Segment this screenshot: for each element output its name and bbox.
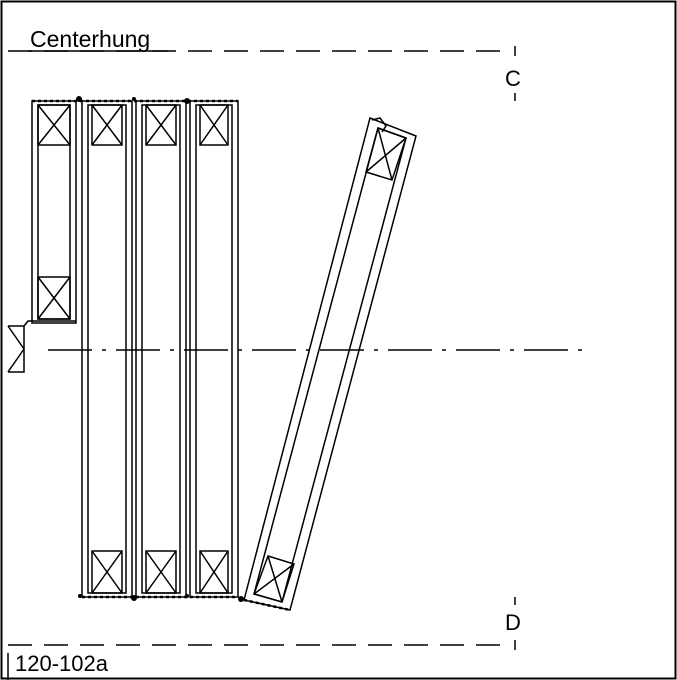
label-d: D <box>505 610 521 635</box>
drawing-title: Centerhung <box>30 26 150 52</box>
swinging-door-panel <box>243 116 417 612</box>
long-door-panel-2 <box>135 100 187 598</box>
drawing-number: 120-102a <box>15 651 109 676</box>
long-door-panel-1 <box>81 100 133 598</box>
short-door-panel <box>31 100 77 324</box>
hinge-knuckles <box>76 96 244 602</box>
long-door-panel-3 <box>189 100 239 598</box>
jamb-block <box>7 320 76 373</box>
label-c: C <box>505 66 521 91</box>
top-hardware-strip <box>32 99 238 599</box>
